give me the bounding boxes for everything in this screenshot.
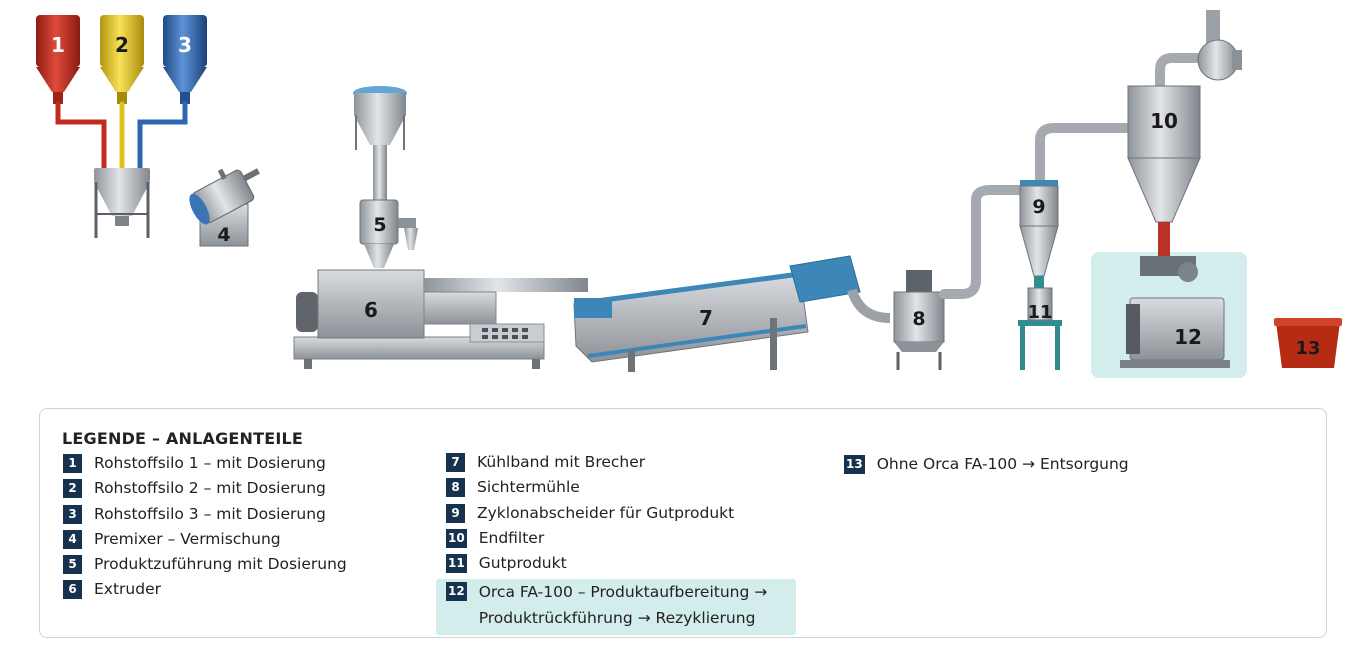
legend-item: 10 Endfilter (446, 528, 796, 554)
dosing-hopper (94, 168, 150, 238)
premixer: 4 (189, 168, 260, 247)
end-filter: 10 (1127, 10, 1242, 223)
legend-item-text: Ohne Orca FA-100 → Entsorgung (876, 455, 1129, 473)
legend-number-badge: 10 (446, 528, 467, 548)
belt-chute (847, 288, 891, 323)
legend-item-text: Kühlband mit Brecher (477, 453, 646, 471)
legend-number-badge: 13 (844, 455, 865, 474)
legend-item-text: Orca FA-100 – Produktaufbereitung → Prod… (478, 583, 768, 628)
legend-number-badge: 11 (446, 554, 467, 574)
classifier-mill-number: 8 (912, 308, 925, 330)
legend-number-badge: 9 (446, 503, 465, 523)
legend-item-text: Premixer – Vermischung (94, 529, 281, 548)
end-filter-number: 10 (1150, 109, 1178, 133)
legend-item: 13 Ohne Orca FA-100 → Entsorgung (844, 455, 1129, 480)
legend-number-badge: 2 (63, 479, 82, 499)
classifier-mill: 8 (893, 270, 945, 370)
process-diagram: 1 2 3 4 (36, 10, 1342, 378)
legend-item-text: Gutprodukt (478, 554, 567, 573)
cyclone-separator: 9 (1019, 180, 1059, 277)
silo-2-number: 2 (115, 33, 129, 57)
orca-fa-100: 12 (1091, 222, 1247, 378)
legend-title: LEGENDE – ANLAGENTEILE (62, 429, 304, 448)
pneumatic-piping (939, 53, 1213, 299)
good-product-number: 11 (1027, 302, 1052, 323)
legend-number-badge: 3 (63, 504, 82, 524)
legend-item: 3 Rohstoffsilo 3 – mit Dosierung (63, 504, 347, 530)
legend-item: 7 Kühlband mit Brecher (446, 453, 796, 478)
legend-number-badge: 6 (63, 580, 82, 600)
product-feeder-number: 5 (373, 214, 386, 236)
legend-number-badge: 8 (446, 478, 465, 498)
legend-item-text: Zyklonabscheider für Gutprodukt (477, 503, 735, 522)
legend-item: 11 Gutprodukt (446, 554, 796, 579)
legend-item: 8 Sichtermühle (446, 478, 796, 503)
legend-column-3: 13 Ohne Orca FA-100 → Entsorgung (844, 455, 1129, 480)
legend-item-text: Produktzuführung mit Dosierung (94, 555, 347, 574)
legend-item-text: Rohstoffsilo 1 – mit Dosierung (94, 454, 326, 472)
legend-item: 1 Rohstoffsilo 1 – mit Dosierung (63, 454, 347, 479)
legend-item: 9 Zyklonabscheider für Gutprodukt (446, 503, 796, 529)
silo-3-number: 3 (178, 33, 192, 57)
legend-number-badge: 1 (63, 454, 82, 473)
legend-item-text: Rohstoffsilo 2 – mit Dosierung (94, 479, 326, 498)
legend-number-badge: 4 (63, 529, 82, 549)
legend-number-badge: 12 (446, 582, 467, 602)
silo-3: 3 (163, 15, 207, 104)
cooling-belt: 7 (573, 255, 861, 372)
legend-number-badge: 7 (446, 453, 465, 472)
waste-bin: 13 (1274, 318, 1342, 368)
extruder: 6 (293, 269, 588, 369)
extruder-number: 6 (364, 298, 378, 322)
legend-item-text: Sichtermühle (477, 478, 580, 497)
product-feeder: 5 (353, 86, 418, 268)
premixer-number: 4 (217, 224, 230, 246)
legend-item-text: Endfilter (478, 528, 545, 547)
silo-feed-pipes (55, 101, 188, 171)
legend-item: 6 Extruder (63, 580, 347, 605)
silo-2: 2 (100, 15, 144, 104)
legend-item: 5 Produktzuführung mit Dosierung (63, 555, 347, 580)
orca-number: 12 (1174, 325, 1202, 349)
legend-item: 2 Rohstoffsilo 2 – mit Dosierung (63, 479, 347, 504)
silo-1-number: 1 (51, 33, 65, 57)
legend-panel: LEGENDE – ANLAGENTEILE 1 Rohstoffsilo 1 –… (39, 408, 1327, 638)
good-product-bin: 11 (1018, 276, 1062, 370)
cooling-belt-number: 7 (699, 306, 713, 330)
legend-item-text: Extruder (94, 580, 161, 599)
waste-bin-number: 13 (1295, 338, 1320, 359)
legend-item-text: Rohstoffsilo 3 – mit Dosierung (94, 504, 326, 523)
legend-number-badge: 5 (63, 555, 82, 575)
legend-item: 4 Premixer – Vermischung (63, 529, 347, 555)
legend-column-2: 7 Kühlband mit Brecher 8 Sichtermühle 9 Zyk… (436, 453, 796, 636)
silo-1: 1 (36, 15, 80, 104)
legend-item-highlighted: 12 Orca FA-100 – Produktaufbereitung → Pr… (436, 579, 796, 636)
cyclone-number: 9 (1032, 196, 1045, 218)
